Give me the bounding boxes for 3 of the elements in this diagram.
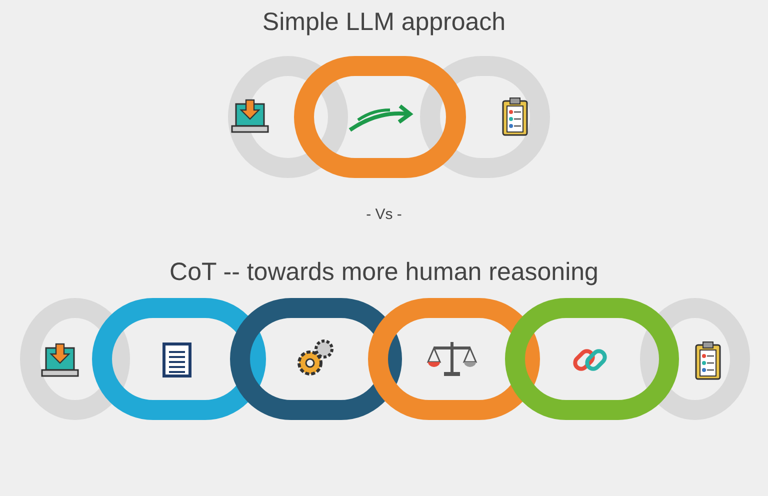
separator-text: - Vs - xyxy=(366,206,402,223)
heading: CoT -- towards more human reasoning xyxy=(170,258,598,287)
heading: Simple LLM approach xyxy=(262,8,506,37)
